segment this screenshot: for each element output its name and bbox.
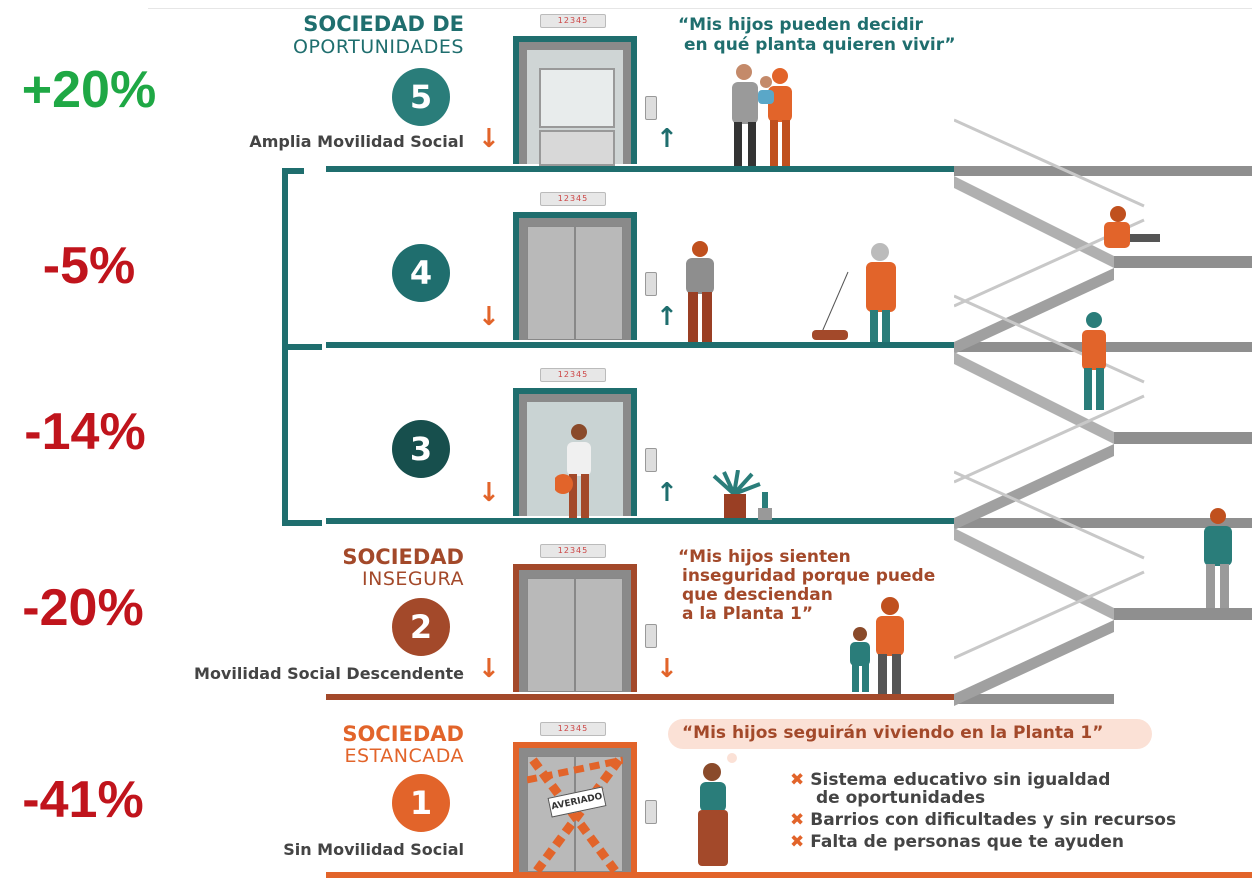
- floor-5-quote-line-2: en qué planta quieren vivir”: [684, 35, 956, 55]
- floor-4-line: [326, 342, 962, 348]
- floor-1-caption: Sin Movilidad Social: [283, 840, 464, 859]
- floor-5-number-badge: 5: [392, 68, 450, 126]
- floor-5-line: [326, 166, 962, 172]
- elevator-door-right: [575, 578, 623, 692]
- floor-3-elevator-open: [513, 388, 637, 518]
- caution-tape-cross: [527, 756, 623, 878]
- woman-thinking-illustration: [698, 753, 737, 866]
- floor-2-title-light: INSEGURA: [362, 568, 464, 590]
- floor-5-call-button: [645, 96, 657, 120]
- floor-5-down-arrow: ↓: [478, 124, 500, 154]
- floor-4-call-button: [645, 272, 657, 296]
- floor-1-line: [326, 872, 1252, 878]
- percentage-floor-3: -14%: [24, 403, 146, 461]
- floor-2-indicator: 12345: [540, 544, 606, 558]
- man-standing-illustration: [686, 241, 714, 342]
- bracket-middle: [282, 344, 322, 350]
- floor-1-title-bold: SOCIEDAD: [342, 722, 464, 746]
- floor-5-up-arrow: ↑: [656, 124, 678, 154]
- floor-1-call-button: [645, 800, 657, 824]
- floor-1-indicator: 12345: [540, 722, 606, 736]
- floor-4-up-arrow: ↑: [656, 302, 678, 332]
- cross-icon: ✖: [790, 770, 805, 790]
- floor-2-title-bold: SOCIEDAD: [342, 545, 464, 569]
- bullet-3: ✖Falta de personas que te ayuden: [790, 832, 1125, 852]
- floor-2-call-button: [645, 624, 657, 648]
- plants-illustration: [712, 470, 772, 520]
- percentage-floor-2: -20%: [22, 579, 144, 637]
- floor-5-title-bold: SOCIEDAD DE: [303, 12, 464, 36]
- floor-5-title-light: OPORTUNIDADES: [292, 36, 464, 58]
- floor-2-quote-line-2: inseguridad porque puede: [682, 566, 936, 586]
- floor-5-elevator-open: [513, 36, 637, 166]
- floor-5-quote-line-1: “Mis hijos pueden decidir: [678, 15, 923, 35]
- floor-2-down-arrow-right: ↓: [656, 654, 678, 684]
- percentage-floor-1: -41%: [22, 771, 144, 829]
- floor-2-line: [326, 694, 962, 700]
- bracket-bottom: [282, 520, 322, 526]
- elevator-panel: [539, 130, 615, 166]
- bullet-2: ✖Barrios con dificultades y sin recursos: [790, 810, 1177, 830]
- bullet-1-line-2: de oportunidades: [816, 788, 986, 808]
- mother-and-child-illustration: [850, 597, 904, 694]
- percentage-floor-5: +20%: [21, 61, 157, 119]
- floor-4-elevator-closed: [513, 212, 637, 340]
- floor-1-elevator-broken: AVERIADO: [513, 742, 637, 878]
- person-in-elevator-illustration: [555, 424, 591, 518]
- floor-2-quote-line-4: a la Planta 1”: [682, 604, 813, 624]
- floor-4-down-arrow: ↓: [478, 302, 500, 332]
- floor-1-title-light: ESTANCADA: [344, 745, 464, 767]
- cross-icon: ✖: [790, 810, 805, 830]
- floor-1-quote: “Mis hijos seguirán viviendo en la Plant…: [682, 723, 1104, 743]
- elevator-door-left: [527, 226, 575, 340]
- floor-3-up-arrow: ↑: [656, 478, 678, 508]
- bullet-1-line-1: ✖Sistema educativo sin igualdad: [790, 770, 1111, 790]
- percentage-floor-4: -5%: [42, 237, 136, 295]
- floor-2-elevator-closed: [513, 564, 637, 692]
- floor-2-down-arrow-left: ↓: [478, 654, 500, 684]
- floor-1-quote-bubble: [668, 719, 1152, 749]
- floor-4-indicator: 12345: [540, 192, 606, 206]
- floor-2-number-badge: 2: [392, 598, 450, 656]
- bracket-top: [282, 168, 304, 174]
- floor-3-number-badge: 3: [392, 420, 450, 478]
- floor-2-quote-line-3: que desciendan: [682, 585, 833, 605]
- floor-5-caption: Amplia Movilidad Social: [249, 132, 464, 151]
- floor-3-indicator: 12345: [540, 368, 606, 382]
- staircase-illustration: [954, 118, 1252, 706]
- floor-3-down-arrow: ↓: [478, 478, 500, 508]
- elevator-door-left: [527, 578, 575, 692]
- floor-3-call-button: [645, 448, 657, 472]
- floor-2-quote-line-1: “Mis hijos sienten: [678, 547, 851, 567]
- woman-walking-dog-illustration: [812, 243, 896, 342]
- floor-2-caption: Movilidad Social Descendente: [194, 664, 464, 683]
- family-illustration: [732, 64, 792, 166]
- elevator-door-right: [575, 226, 623, 340]
- floor-5-indicator: 12345: [540, 14, 606, 28]
- cross-icon: ✖: [790, 832, 805, 852]
- floor-4-number-badge: 4: [392, 244, 450, 302]
- floor-3-line: [326, 518, 962, 524]
- floor-1-number-badge: 1: [392, 774, 450, 832]
- top-divider: [148, 8, 1252, 9]
- elevator-mirror: [539, 68, 615, 128]
